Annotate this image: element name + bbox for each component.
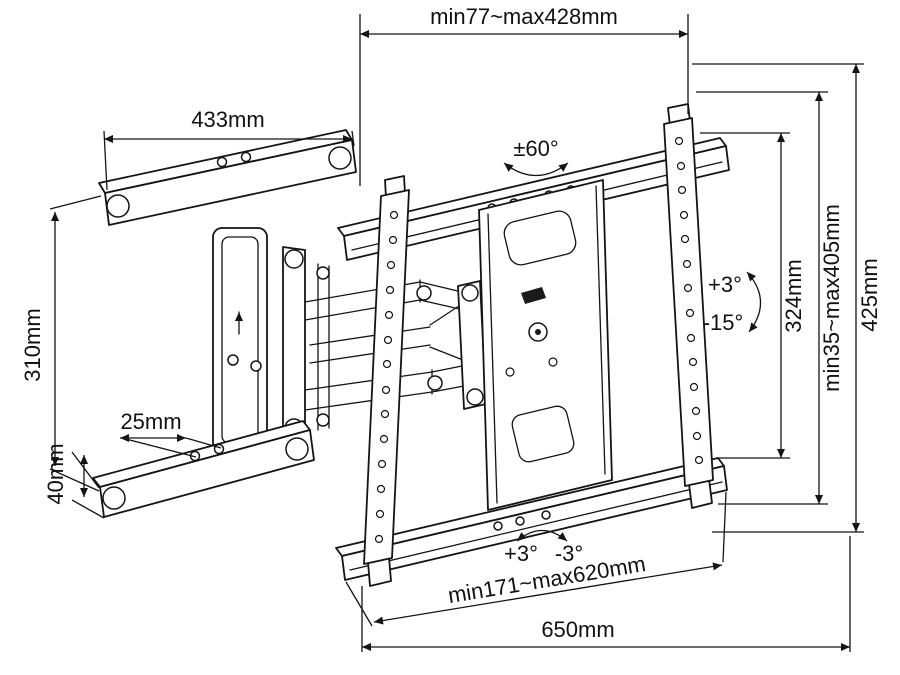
- dim-arm-gap: 25mm: [120, 409, 222, 458]
- tilt-down-label: -15°: [703, 310, 744, 335]
- extension-range-label: min77~max428mm: [430, 4, 618, 29]
- dim-extension-range: min77~max428mm: [359, 4, 689, 186]
- rail-height-label: 40mm: [43, 443, 68, 504]
- dim-total-height: 425mm: [692, 63, 882, 533]
- total-width-label: 650mm: [541, 617, 614, 642]
- dim-total-width: 650mm: [361, 536, 851, 652]
- bracket-height-label: 310mm: [20, 308, 45, 381]
- tilt-up-label: +3°: [708, 272, 742, 297]
- vesa-holes-right: [674, 136, 704, 465]
- dim-tilt-angle: +3° -15°: [703, 271, 762, 335]
- wall-rail-top: [98, 129, 357, 226]
- center-plate: [478, 179, 613, 511]
- level-right-label: -3°: [555, 541, 583, 566]
- bracket-width-label: 433mm: [191, 107, 264, 132]
- level-left-label: +3°: [504, 541, 538, 566]
- dim-rail-height: 40mm: [43, 443, 105, 519]
- dim-level-angle: +3° -3°: [504, 529, 583, 566]
- wall-bracket-assembly: [212, 227, 330, 453]
- dim-swivel-angle: ±60°: [503, 136, 569, 176]
- plate-bottom-rail: [335, 457, 728, 581]
- dim-vesa-height: 324mm: [700, 132, 806, 459]
- height-range-label: min35~max405mm: [819, 204, 844, 392]
- vesa-rail-right: [663, 103, 714, 509]
- bottom-cutout: [511, 405, 575, 463]
- hook-detail: [521, 287, 546, 304]
- vesa-plate: [335, 103, 730, 587]
- vesa-height-label: 324mm: [781, 259, 806, 332]
- swivel-angle-label: ±60°: [513, 136, 558, 161]
- top-cutout: [503, 210, 577, 266]
- vesa-holes-left: [374, 210, 399, 544]
- wall-rail-bottom: [92, 420, 315, 518]
- dim-height-range: min35~max405mm: [696, 91, 844, 505]
- articulating-arm: [304, 279, 487, 411]
- dim-bracket-height: 310mm: [20, 195, 102, 492]
- dim-bracket-width: 433mm: [103, 107, 355, 191]
- total-height-label: 425mm: [857, 258, 882, 331]
- arm-gap-label: 25mm: [120, 409, 181, 434]
- width-range-label: min171~max620mm: [446, 551, 647, 608]
